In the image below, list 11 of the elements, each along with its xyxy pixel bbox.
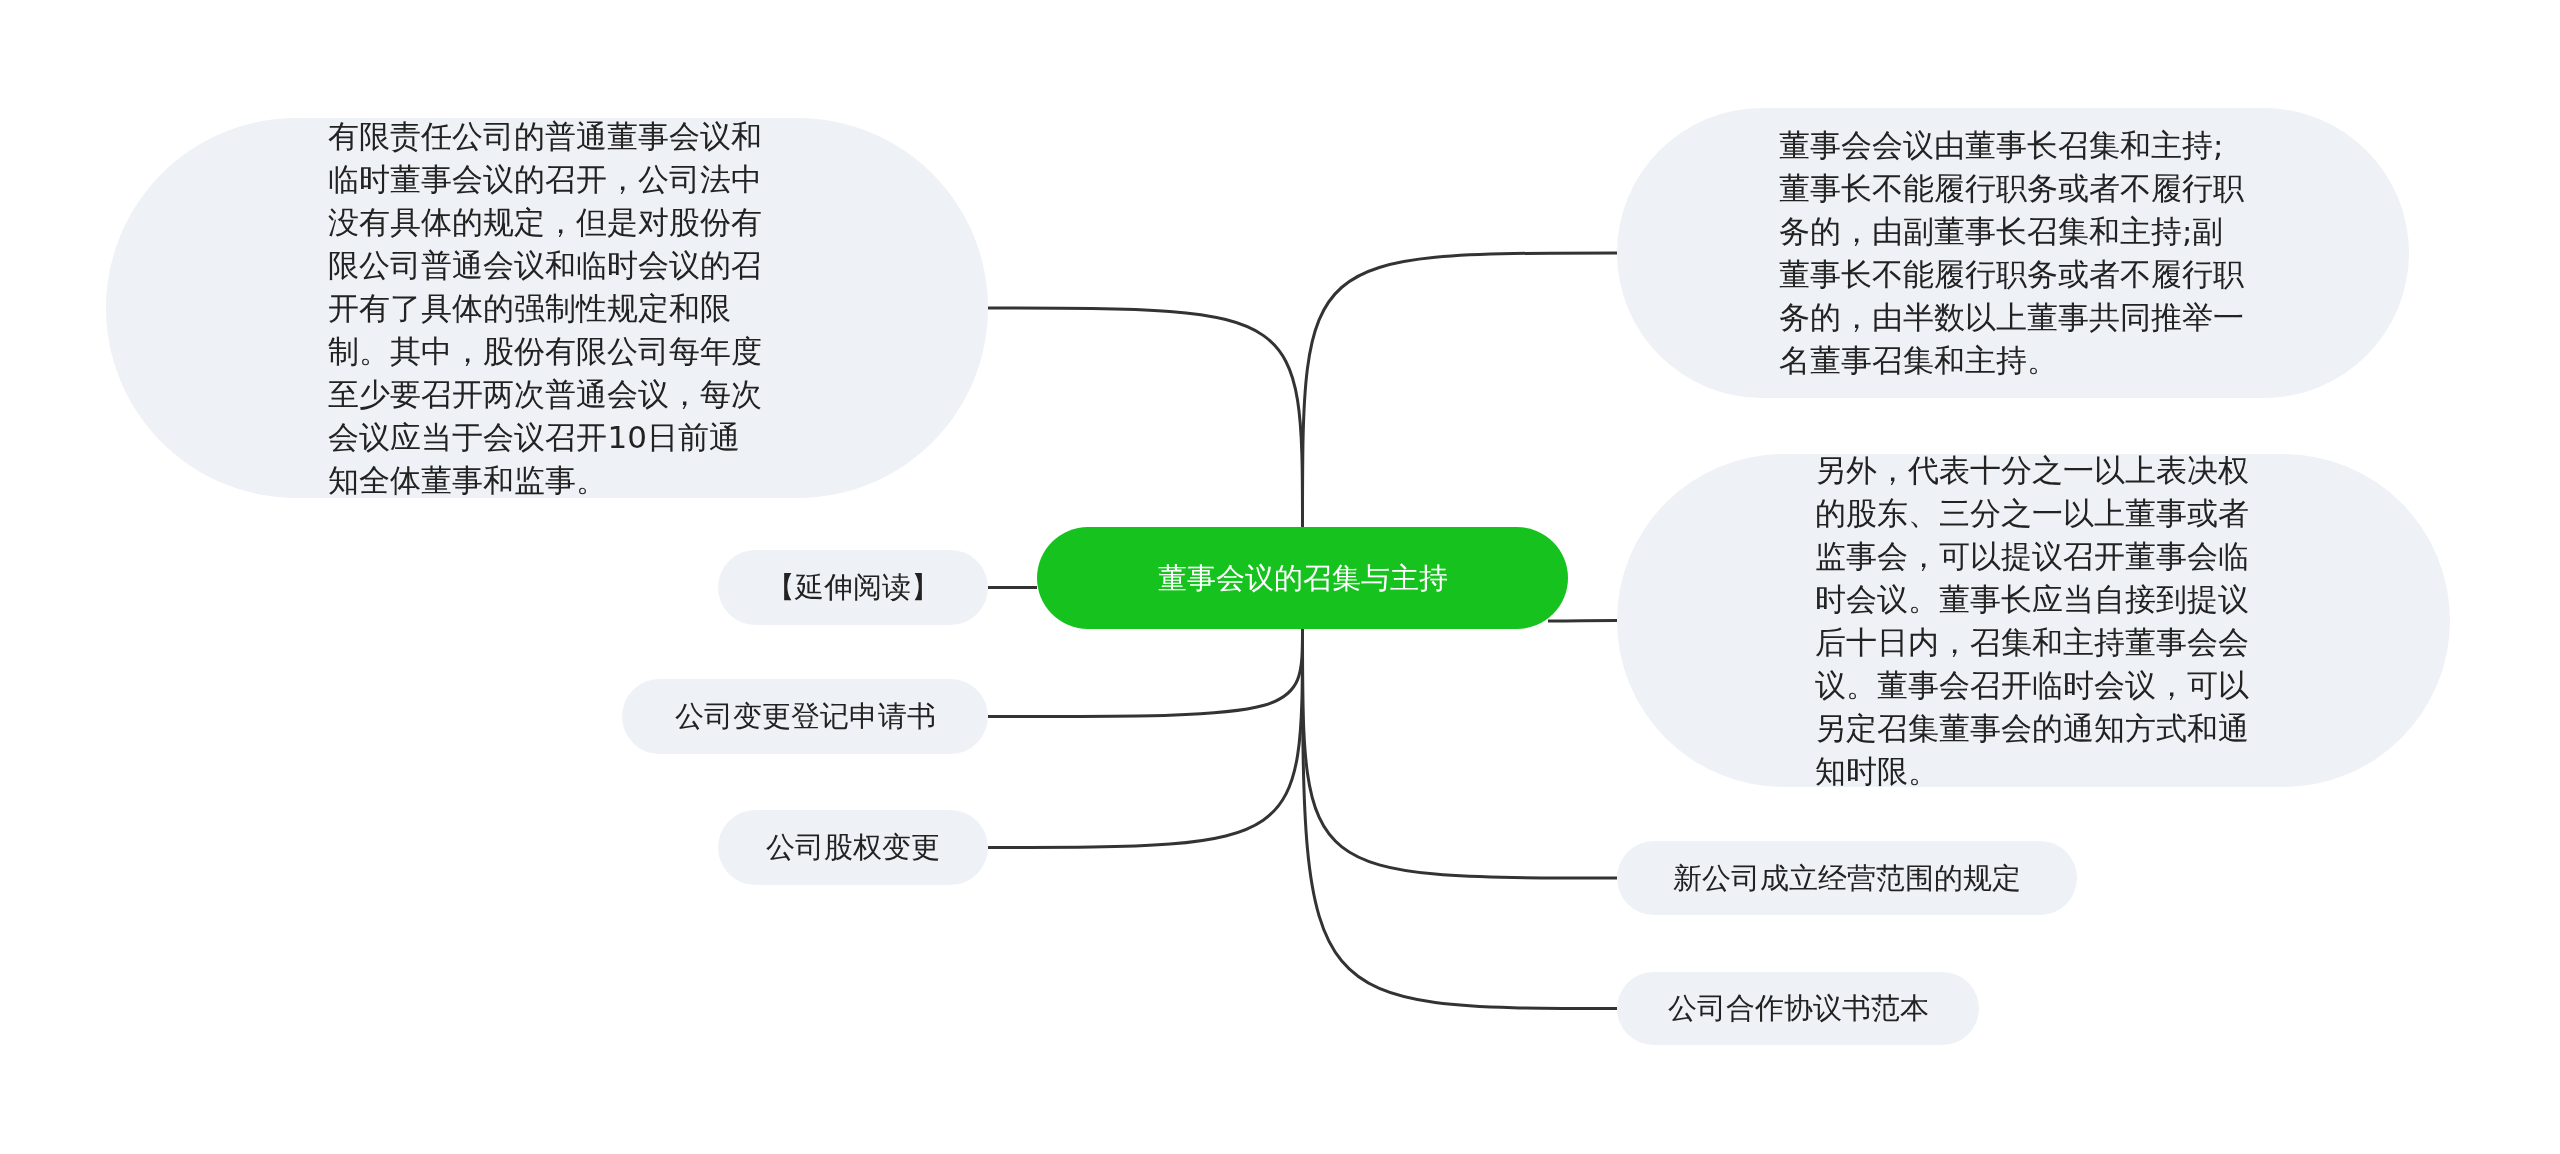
topic-text: 公司合作协议书范本 [1667, 990, 1929, 1028]
topic-text: 另外，代表十分之一以上表决权的股东、三分之一以上董事或者监事会，可以提议召开董事会临时会议。董事长应当自接到提议后十日内，召集和主持董事会会议。董事会召开临时会议，可以另定召集董事会的通知方式和通知时限。 [1814, 450, 2250, 791]
topic-text: 新公司成立经营范围的规定 [1673, 859, 2021, 897]
topic-text: 【延伸阅读】 [766, 569, 940, 607]
topic-text: 有限责任公司的普通董事会议和临时董事会议的召开，公司法中没有具体的规定，但是对股份有限公司普通会议和临时会议的召开有了具体的强制性规定和限制。其中，股份有限公司每年度至少要召开两次普通会议，每次会议应当于会议召开10日前通知全体董事和监事。 [328, 116, 764, 500]
topic-title: 董事会议的召集与主持 [1157, 559, 1448, 597]
connector-line [1548, 619, 1617, 623]
topic-text: 公司股权变更 [766, 829, 940, 867]
connector-line [988, 586, 1037, 589]
topic-text: 公司变更登记申请书 [674, 698, 936, 736]
topic-text: 董事会会议由董事长召集和主持;董事长不能履行职务或者不履行职务的，由副董事长召集和主持;副董事长不能履行职务或者不履行职务的，由半数以上董事共同推举一名董事召集和主持。 [1778, 126, 2245, 380]
